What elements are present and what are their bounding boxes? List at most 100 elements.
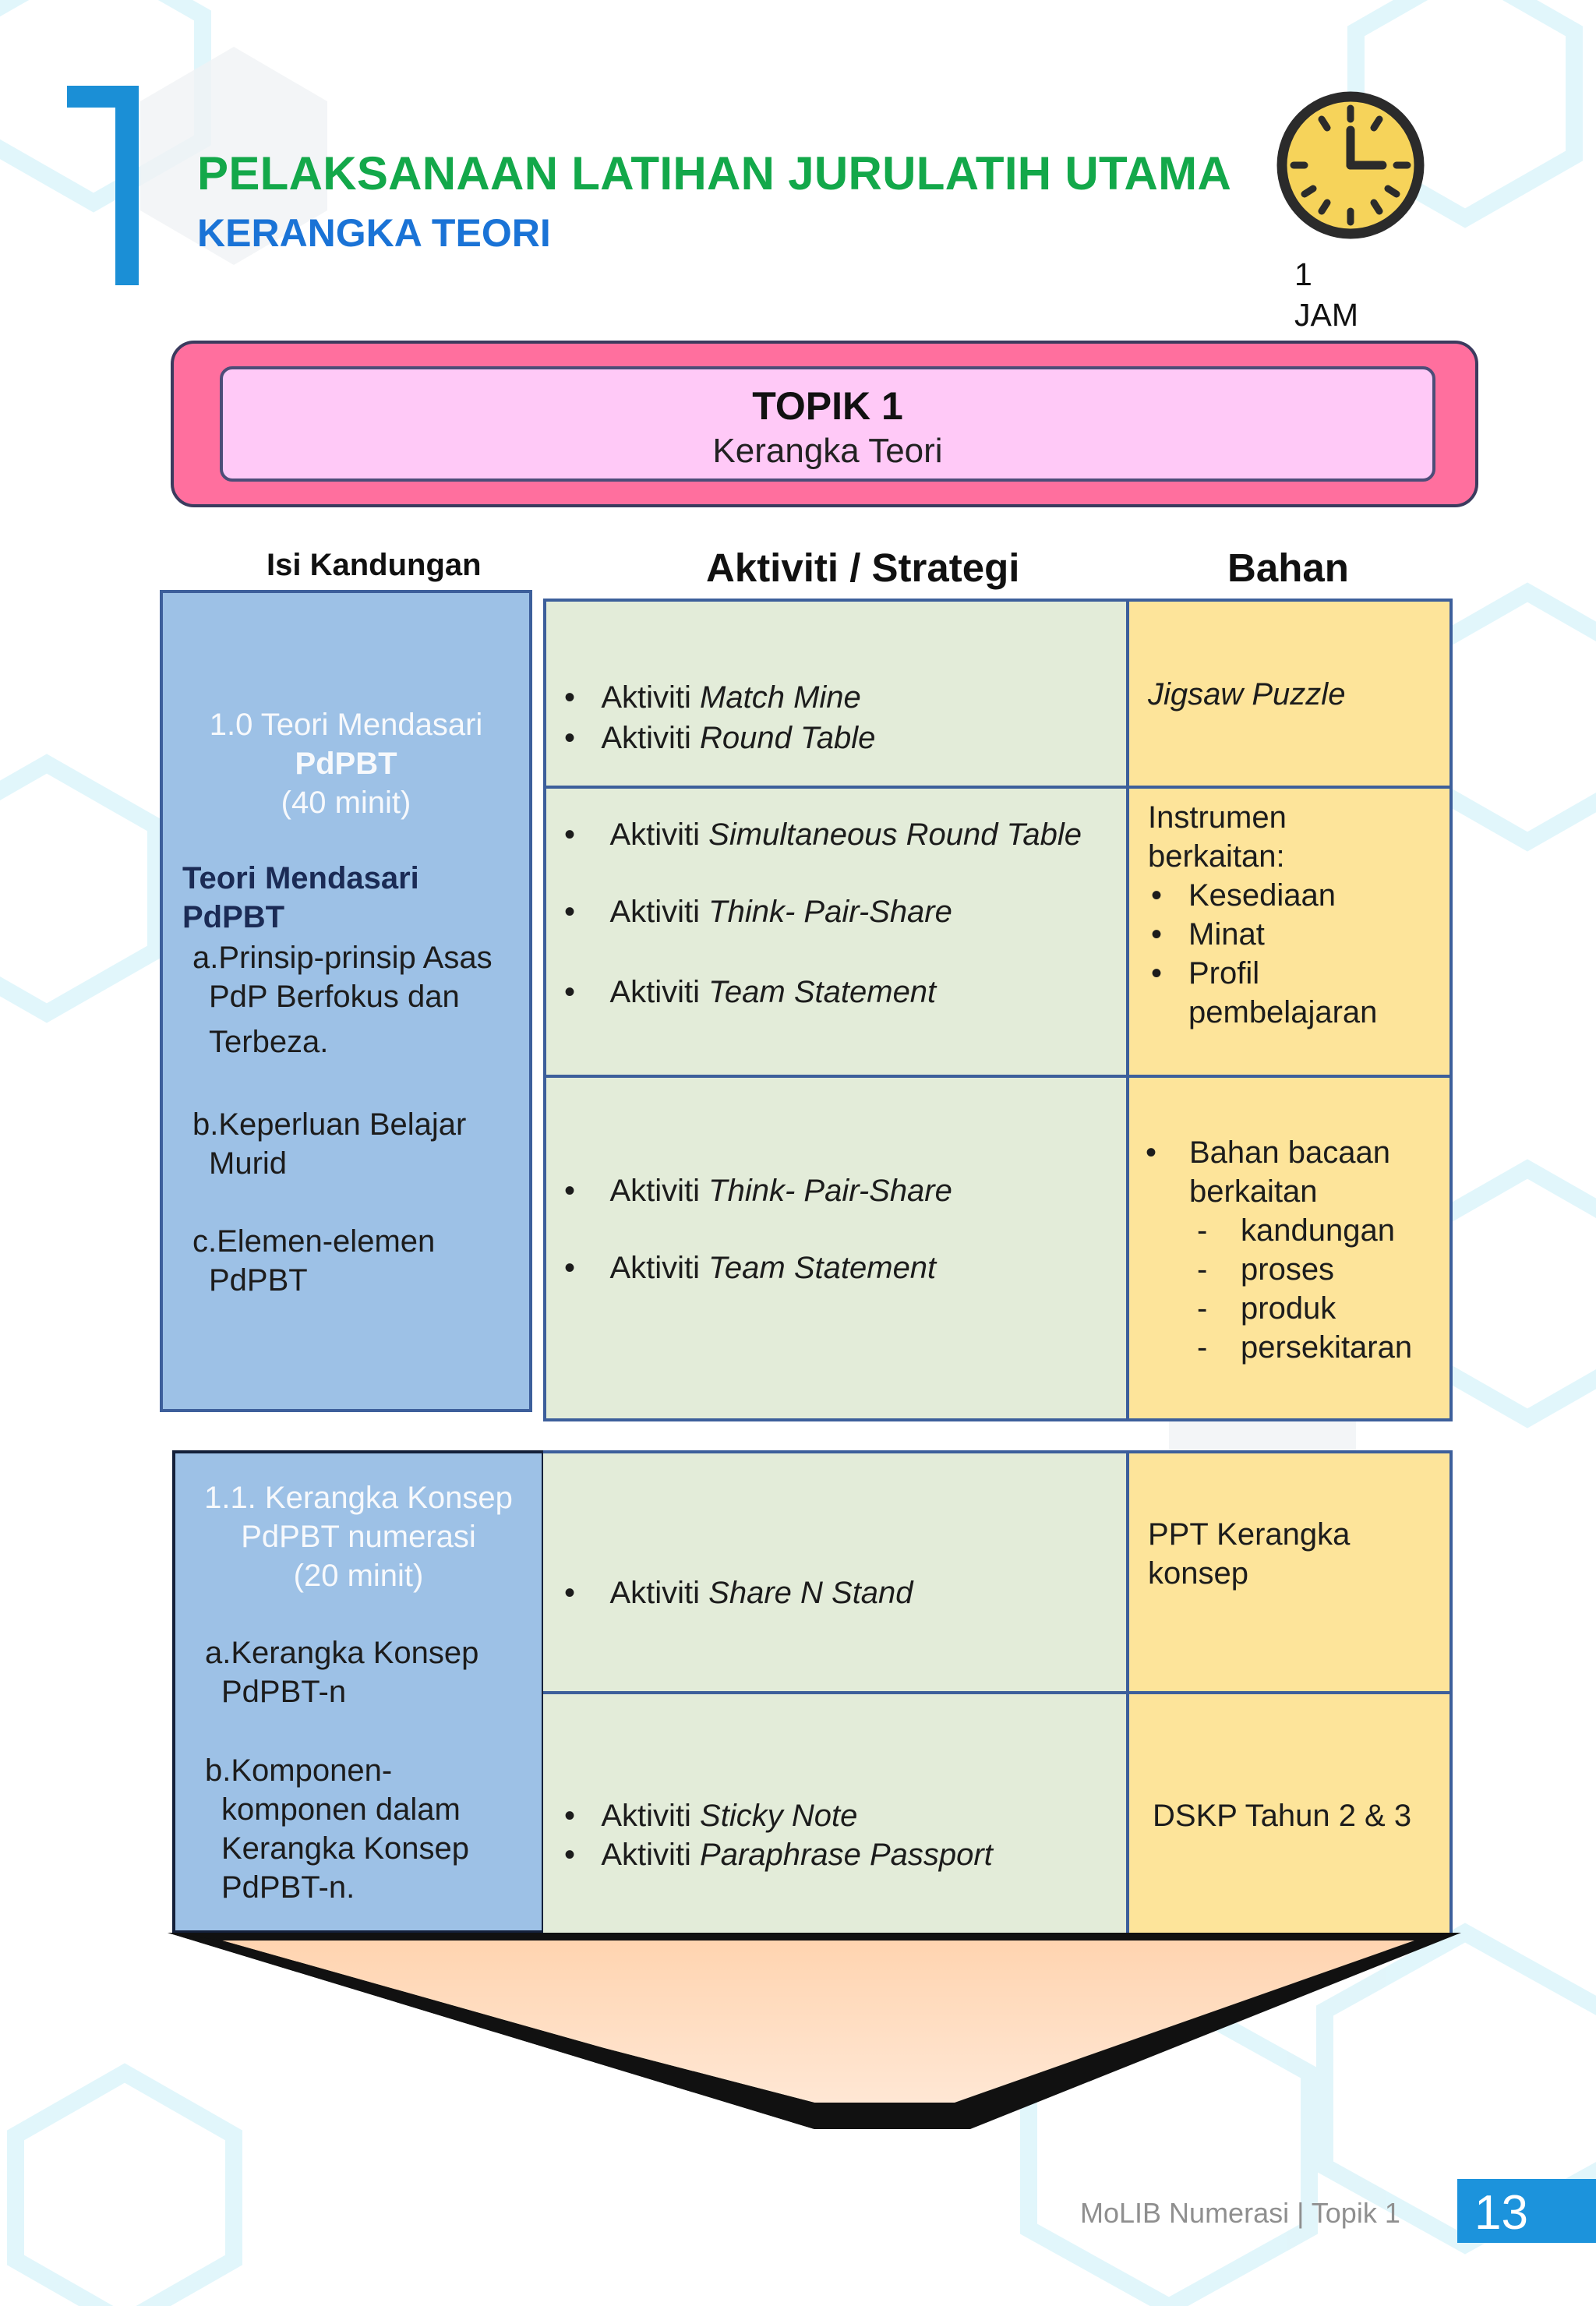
bahan-list-item: -persekitaran <box>1146 1328 1412 1367</box>
section2-heading: 1.1. Kerangka Konsep PdPBT numerasi (20 … <box>175 1478 542 1595</box>
section1-heading-line2: PdPBT <box>295 747 397 781</box>
clock-icon <box>1276 91 1425 239</box>
bullet-icon: • <box>564 1799 576 1833</box>
bahan-list-item: -produk <box>1146 1289 1412 1328</box>
bahan-list-item: •Kesediaan <box>1148 876 1377 915</box>
activity-prefix: Aktiviti <box>601 1838 701 1872</box>
column-header-aktiviti: Aktiviti / Strategi <box>706 546 1020 590</box>
section1-border-left <box>543 599 546 1421</box>
section1-subheading: Teori Mendasari PdPBT <box>182 859 419 937</box>
section1-row1-activity-1: • Aktiviti Match Mine <box>564 678 861 717</box>
dash-icon: - <box>1197 1330 1208 1365</box>
section1-row2-activity-2: • Aktiviti Think- Pair-Share <box>564 892 952 931</box>
column-header-bahan: Bahan <box>1227 546 1349 590</box>
section1-heading-line1: 1.0 Teori Mendasari <box>209 708 483 742</box>
section1-row3-bahan: •Bahan bacaan berkaitan -kandungan -pros… <box>1146 1133 1412 1367</box>
bullet-icon: • <box>564 818 576 852</box>
section1-item-a-line1: a.Prinsip-prinsip Asas <box>192 941 493 975</box>
section1-subheading-line1: Teori Mendasari <box>182 861 419 895</box>
section1-item-b: b.Keperluan Belajar Murid <box>192 1105 466 1183</box>
section2-item-a-line1: a.Kerangka Konsep <box>205 1636 479 1670</box>
activity-prefix: Aktiviti <box>609 975 709 1009</box>
activity-prefix: Aktiviti <box>609 1251 709 1285</box>
section2-item-b-line4: PdPBT-n. <box>221 1870 355 1905</box>
section1-row3-activity-1: • Aktiviti Think- Pair-Share <box>564 1171 952 1210</box>
section1-bahan-column <box>1128 599 1453 1421</box>
bullet-icon: • <box>564 721 576 755</box>
activity-name: Team Statement <box>708 975 937 1009</box>
footer-text: MoLIB Numerasi | Topik 1 <box>1080 2197 1400 2229</box>
bullet-icon: • <box>564 680 576 715</box>
duration-label: 1 JAM <box>1294 254 1358 335</box>
page-subtitle: KERANGKA TEORI <box>197 211 551 255</box>
topic-title: TOPIK 1 <box>752 384 903 428</box>
bullet-icon: • <box>564 1576 576 1610</box>
column-header-isi: Isi Kandungan <box>267 548 482 582</box>
bullet-icon: • <box>564 975 576 1009</box>
section1-activities-column <box>543 599 1128 1421</box>
bahan-list-text: produk <box>1241 1291 1336 1326</box>
section1-row3-activity-2: • Aktiviti Team Statement <box>564 1248 936 1287</box>
activity-prefix: Aktiviti <box>609 1174 709 1208</box>
bahan-intro-line2: berkaitan: <box>1148 839 1285 874</box>
bahan-item: Jigsaw Puzzle <box>1148 677 1346 712</box>
bullet-icon: • <box>564 1251 576 1285</box>
section2-item-a-line2: PdPBT-n <box>221 1675 347 1709</box>
bahan-line1: DSKP Tahun 2 & 3 <box>1153 1799 1412 1833</box>
dash-icon: - <box>1197 1252 1208 1287</box>
bahan-list-item: •Minat <box>1148 915 1377 954</box>
activity-prefix: Aktiviti <box>601 680 701 715</box>
activity-name: Match Mine <box>700 680 861 715</box>
page-title: PELAKSANAAN LATIHAN JURULATIH UTAMA <box>197 147 1232 200</box>
section2-row-divider <box>543 1691 1453 1694</box>
activity-name: Sticky Note <box>700 1799 858 1833</box>
section1-item-b-line2: Murid <box>209 1146 288 1181</box>
bullet-icon: • <box>564 1838 576 1872</box>
bahan-list-item: -kandungan <box>1146 1211 1412 1250</box>
bahan-list-text: pembelajaran <box>1188 995 1378 1029</box>
duration-unit: JAM <box>1294 297 1358 333</box>
activity-name: Paraphrase Passport <box>700 1838 993 1872</box>
section1-border-right <box>1449 599 1453 1421</box>
section1-row2-activity-3: • Aktiviti Team Statement <box>564 973 936 1012</box>
section1-border-mid <box>1126 599 1129 1421</box>
section1-content-cell <box>160 590 532 1412</box>
section2-row2-activity-2: • Aktiviti Paraphrase Passport <box>564 1835 993 1874</box>
activity-name: Think- Pair-Share <box>708 1174 952 1208</box>
dash-icon: - <box>1197 1213 1208 1248</box>
activity-name: Think- Pair-Share <box>708 895 952 929</box>
section1-row-divider-1 <box>543 786 1453 789</box>
decorative-arrow-shape <box>168 1933 1461 2129</box>
bahan-intro-line2: berkaitan <box>1189 1174 1318 1209</box>
dash-icon: - <box>1197 1291 1208 1326</box>
section1-heading-line3: (40 minit) <box>281 786 411 820</box>
section2-heading-line2: PdPBT numerasi <box>241 1520 476 1554</box>
activity-name: Simultaneous Round Table <box>708 818 1082 852</box>
section1-border-top <box>543 599 1453 602</box>
section1-row2-bahan: Instrumen berkaitan: •Kesediaan •Minat •… <box>1148 798 1377 1032</box>
activity-prefix: Aktiviti <box>601 1799 701 1833</box>
bullet-icon: • <box>564 1174 576 1208</box>
activity-name: Round Table <box>700 721 876 755</box>
activity-prefix: Aktiviti <box>609 818 709 852</box>
bahan-list-item: pembelajaran <box>1148 993 1377 1032</box>
activity-prefix: Aktiviti <box>609 895 709 929</box>
section1-border-bottom <box>543 1418 1453 1421</box>
chapter-one-numeral-icon <box>67 86 139 285</box>
section1-subheading-line2: PdPBT <box>182 900 285 934</box>
activity-name: Share N Stand <box>708 1576 913 1610</box>
section2-row1-activity-1: • Aktiviti Share N Stand <box>564 1573 913 1612</box>
bahan-list-text: Minat <box>1188 917 1265 952</box>
section2-heading-line1: 1.1. Kerangka Konsep <box>204 1481 513 1515</box>
topic-subtitle: Kerangka Teori <box>712 432 943 470</box>
page-number-box <box>1457 2179 1596 2243</box>
section1-row1-activity-2: • Aktiviti Round Table <box>564 719 875 757</box>
section1-row2-activity-1: • Aktiviti Simultaneous Round Table <box>564 815 1082 854</box>
activity-name: Team Statement <box>708 1251 937 1285</box>
bahan-line2: konsep <box>1148 1556 1248 1591</box>
section2-row2-bahan: DSKP Tahun 2 & 3 <box>1153 1796 1411 1835</box>
section2-row2-activity-1: • Aktiviti Sticky Note <box>564 1796 857 1835</box>
section2-row1-bahan: PPT Kerangka konsep <box>1148 1515 1350 1593</box>
section2-item-b-line2: komponen dalam <box>221 1792 461 1827</box>
bahan-list-text: Kesediaan <box>1188 878 1336 913</box>
